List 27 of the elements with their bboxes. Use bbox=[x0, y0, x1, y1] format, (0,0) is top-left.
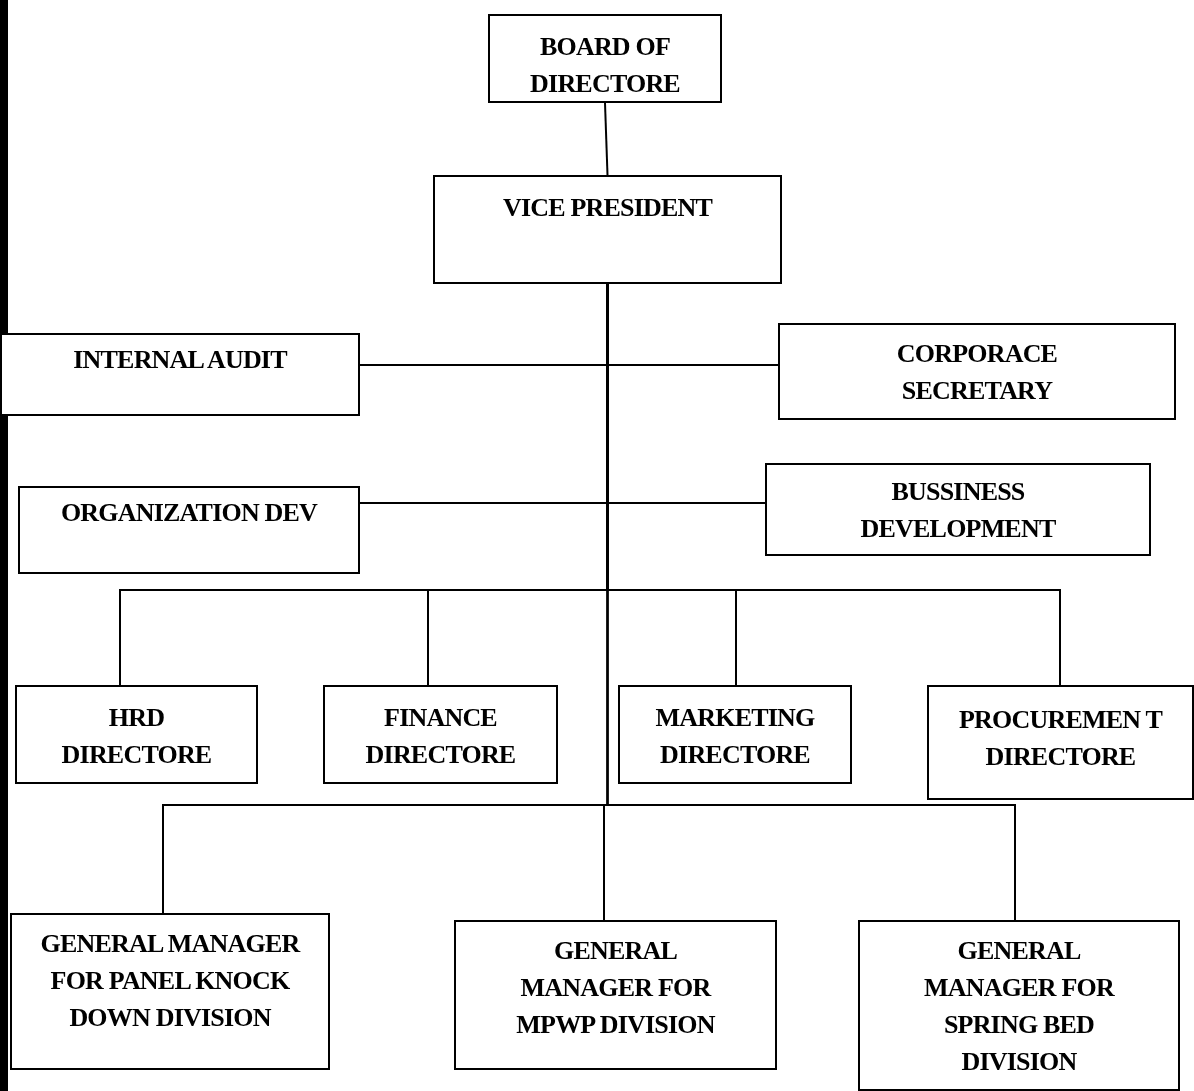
box-label: CORPORACE SECRETARY bbox=[895, 338, 1059, 407]
box-label: VICE PRESIDENT bbox=[502, 192, 713, 224]
box-label: FINANCE DIRECTORE bbox=[364, 702, 517, 771]
org-box bbox=[778, 323, 1176, 420]
box-label: INTERNAL AUDIT bbox=[73, 344, 287, 376]
org-box bbox=[323, 685, 558, 784]
box-label: GENERAL MANAGER FOR SPRING BED DIVISION bbox=[923, 935, 1116, 1078]
org-box bbox=[18, 486, 360, 574]
org-box bbox=[10, 913, 330, 1070]
connector-line bbox=[604, 102, 609, 176]
box-label: GENERAL MANAGER FOR MPWP DIVISION bbox=[515, 935, 717, 1041]
org-box bbox=[765, 463, 1151, 556]
box-label: HRD DIRECTORE bbox=[60, 702, 213, 771]
org-box bbox=[454, 920, 777, 1070]
org-box bbox=[618, 685, 852, 784]
box-label: ORGANIZATION DEV bbox=[60, 497, 318, 529]
org-box bbox=[433, 175, 782, 284]
org-box bbox=[927, 685, 1194, 800]
org-box bbox=[15, 685, 258, 784]
org-box bbox=[488, 14, 722, 103]
org-box bbox=[858, 920, 1180, 1091]
box-label: PROCUREMEN T DIRECTORE bbox=[958, 704, 1164, 773]
box-label: MARKETING DIRECTORE bbox=[654, 702, 816, 771]
org-box bbox=[0, 333, 360, 416]
box-label: BUSSINESS DEVELOPMENT bbox=[859, 476, 1057, 545]
box-label: GENERAL MANAGER FOR PANEL KNOCK DOWN DIVISION bbox=[39, 928, 302, 1034]
box-label: BOARD OF DIRECTORE bbox=[529, 31, 681, 100]
